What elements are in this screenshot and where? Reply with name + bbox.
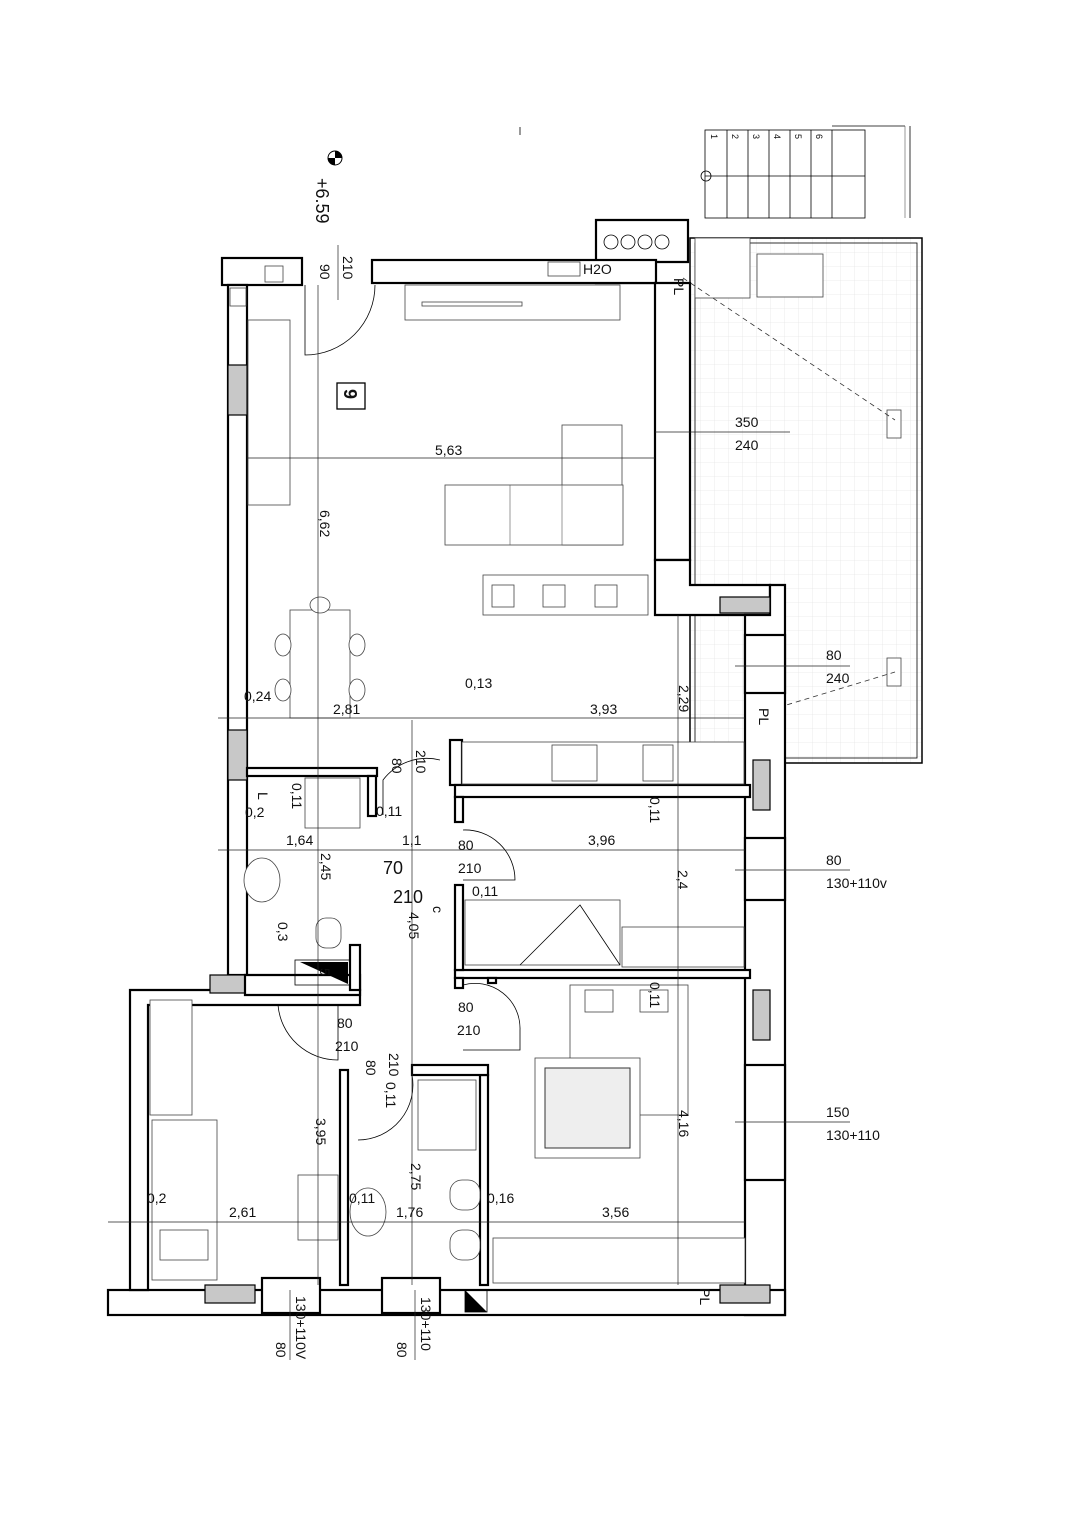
dimension-label: 2,81 — [333, 701, 360, 717]
dimension-label: 130+110v — [826, 875, 887, 891]
dimension-label: 0,24 — [244, 688, 271, 704]
dimension-label: 3,93 — [590, 701, 617, 717]
dimension-label: 5 — [793, 134, 803, 139]
level-marker: +6.59 — [312, 150, 343, 224]
dimension-label: 3 — [751, 134, 761, 139]
dimension-label: 9 — [340, 389, 360, 399]
dimension-lines — [108, 245, 850, 1360]
dimension-label: 90 — [317, 264, 333, 280]
walls — [106, 218, 787, 1317]
dimension-label: 0,16 — [487, 1190, 514, 1206]
dimension-label: 130+110 — [826, 1127, 880, 1143]
dimension-label: 210 — [413, 750, 429, 774]
apartment-number-tag: 9 — [336, 382, 366, 410]
dimension-labels: 210 90 350 240 5,63 6,62 80 240 0,24 0,1… — [147, 256, 887, 1360]
dimension-label: 80 — [458, 999, 474, 1015]
dimension-label: 210 — [393, 887, 423, 907]
dimension-label: 6,62 — [317, 510, 333, 537]
dimension-label: 0,11 — [472, 883, 498, 899]
dimension-label: 4,05 — [406, 912, 422, 939]
dimension-label: 210 — [335, 1038, 359, 1054]
dimension-label: 4 — [772, 134, 782, 139]
dimension-label: 3,96 — [588, 832, 615, 848]
dimension-label: 2 — [730, 134, 740, 139]
dimension-label: 80 — [826, 852, 842, 868]
dimension-label: 130+110 — [418, 1297, 434, 1351]
dimension-label: 3,56 — [602, 1204, 629, 1220]
dimension-label: 1,64 — [286, 832, 313, 848]
dimension-label: 130+110V — [293, 1296, 309, 1360]
pl-label: PL — [671, 278, 687, 295]
dimension-label: 0,11 — [349, 1190, 375, 1206]
dimension-label: 4,16 — [676, 1110, 692, 1137]
dimension-label: 5,63 — [435, 442, 462, 458]
furniture — [149, 234, 746, 1284]
dimension-label: 80 — [826, 647, 842, 663]
dimension-label: 150 — [826, 1104, 850, 1120]
dimension-label: 80 — [389, 758, 405, 774]
dimension-label: 80 — [273, 1342, 289, 1358]
dimension-label: 0,11 — [289, 783, 305, 809]
dimension-label: 240 — [826, 670, 850, 686]
dimension-label: 210 — [457, 1022, 481, 1038]
dimension-label: 0,2 — [147, 1190, 167, 1206]
dimension-label: 0,13 — [465, 675, 492, 691]
dimension-label: 0,11 — [383, 1082, 399, 1108]
dimension-label: 210 — [386, 1053, 402, 1077]
dimension-label: 80 — [363, 1060, 379, 1076]
dimension-label: 210 — [458, 860, 482, 876]
dimension-label: 2,4 — [675, 870, 691, 890]
stair-step-numbers: 1 2 3 4 5 6 — [709, 134, 824, 139]
dimension-label: 210 — [340, 256, 356, 280]
terrace — [682, 237, 923, 764]
dimension-label: 0,11 — [376, 803, 402, 819]
dimension-label: 0,2 — [245, 804, 265, 820]
dimension-label: 2,75 — [408, 1163, 424, 1190]
dimension-label: L — [255, 792, 271, 800]
dimension-label: 6 — [814, 134, 824, 139]
water-label: H2O — [583, 261, 612, 277]
dimension-label: 70 — [383, 858, 403, 878]
dimension-label: 2,29 — [676, 685, 692, 712]
dimension-label: 80 — [394, 1342, 410, 1358]
dimension-label: 350 — [735, 414, 759, 430]
dimension-label: 1,1 — [402, 832, 422, 848]
dimension-label: 0,11 — [647, 797, 663, 823]
door-swings — [277, 284, 521, 1141]
boiler-tanks-icon — [603, 234, 670, 250]
dimension-label: 80 — [458, 837, 474, 853]
dimension-label: 1,76 — [396, 1204, 423, 1220]
dimension-label: 5 — [317, 968, 333, 976]
dimension-label: 0,3 — [275, 922, 291, 942]
dimension-label: 3,95 — [313, 1118, 329, 1145]
staircase — [519, 125, 911, 219]
dimension-label: c — [430, 906, 446, 913]
dimension-label: 2,45 — [318, 853, 334, 880]
pl-label: PL — [697, 1288, 713, 1305]
dimension-label: 1 — [709, 134, 719, 139]
dimension-label: +6.59 — [312, 178, 332, 224]
pl-label: PL — [756, 708, 772, 725]
dimension-label: 2,61 — [229, 1204, 256, 1220]
dimension-label: 0,11 — [647, 982, 663, 1008]
shaft — [294, 959, 488, 1313]
dimension-label: 240 — [735, 437, 759, 453]
dimension-label: 80 — [337, 1015, 353, 1031]
